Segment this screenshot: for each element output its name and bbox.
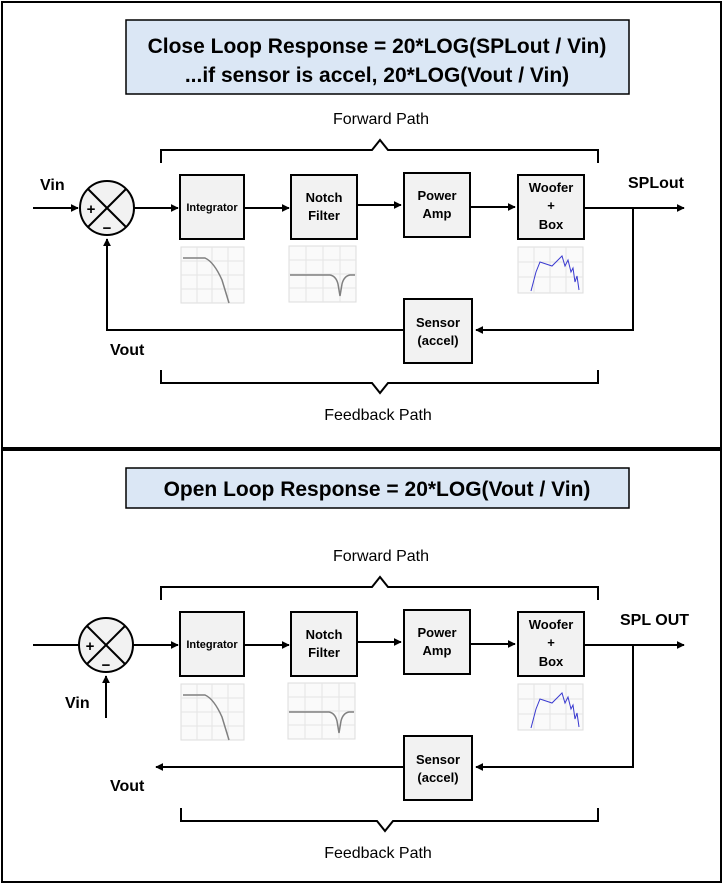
- title-line2: ...if sensor is accel, 20*LOG(Vout / Vin…: [185, 64, 569, 87]
- woofer-label-line1: Woofer: [529, 180, 574, 195]
- output-label: SPLout: [628, 175, 685, 192]
- woofer-label-line1: Woofer: [529, 617, 574, 632]
- integrator-response-plot: [180, 683, 245, 741]
- vout-label: Vout: [110, 778, 145, 795]
- input-label: Vin: [65, 695, 90, 712]
- woofer-label-line3: Box: [539, 654, 564, 669]
- woofer-box-block: [517, 611, 585, 677]
- title-box: [125, 19, 630, 95]
- forward-path-bracket: [160, 138, 599, 163]
- feedback-path-bracket: [160, 370, 599, 395]
- minus-sign: −: [102, 657, 111, 674]
- notch-filter-block: [290, 174, 358, 240]
- notch-label-line2: Filter: [308, 208, 340, 223]
- summing-junction: + −: [79, 180, 135, 237]
- output-label: SPL OUT: [620, 612, 689, 629]
- title-box: [125, 467, 630, 509]
- power-amp-block: [403, 172, 471, 238]
- forward-path-label: Forward Path: [333, 548, 429, 565]
- notch-response-plot: [287, 682, 356, 740]
- input-label: Vin: [40, 177, 65, 194]
- sensor-label-line1: Sensor: [416, 752, 460, 767]
- notch-label-line1: Notch: [306, 627, 343, 642]
- forward-path-label: Forward Path: [333, 111, 429, 128]
- amp-label-line1: Power: [417, 625, 456, 640]
- feedback-arrow-to-sensor: [475, 645, 634, 771]
- woofer-label-line2: +: [547, 635, 555, 650]
- sensor-label-line2: (accel): [417, 333, 458, 348]
- woofer-label-line3: Box: [539, 217, 564, 232]
- woofer-response-plot: [517, 683, 584, 731]
- feedback-arrow-to-sum: [103, 238, 404, 331]
- integrator-label: Integrator: [186, 202, 238, 214]
- plus-sign: +: [86, 638, 95, 655]
- integrator-label: Integrator: [186, 639, 238, 651]
- sensor-label-line2: (accel): [417, 770, 458, 785]
- feedback-arrow-to-sensor: [475, 208, 634, 334]
- plus-sign: +: [87, 201, 96, 218]
- forward-path-bracket: [160, 575, 599, 600]
- open-loop-panel: Open Loop Response = 20*LOG(Vout / Vin) …: [1, 449, 722, 883]
- title-line1: Close Loop Response = 20*LOG(SPLout / Vi…: [148, 35, 607, 58]
- amp-label-line2: Amp: [423, 206, 452, 221]
- summing-junction: + −: [78, 617, 134, 674]
- feedback-path-label: Feedback Path: [324, 407, 432, 424]
- woofer-box-block: [517, 174, 585, 240]
- minus-sign: −: [103, 220, 112, 237]
- closed-loop-panel: Close Loop Response = 20*LOG(SPLout / Vi…: [1, 1, 722, 449]
- woofer-label-line2: +: [547, 198, 555, 213]
- sensor-block: [403, 298, 473, 364]
- amp-label-line1: Power: [417, 188, 456, 203]
- integrator-block: [179, 611, 245, 677]
- notch-response-plot: [288, 245, 357, 303]
- notch-label-line2: Filter: [308, 645, 340, 660]
- title: Open Loop Response = 20*LOG(Vout / Vin): [164, 478, 591, 501]
- panel-border: [1, 449, 722, 883]
- sensor-label-line1: Sensor: [416, 315, 460, 330]
- amp-label-line2: Amp: [423, 643, 452, 658]
- feedback-path-bracket: [180, 808, 599, 833]
- panel-border: [1, 1, 722, 449]
- sensor-block: [403, 735, 473, 801]
- vout-label: Vout: [110, 342, 145, 359]
- woofer-response-plot: [517, 246, 584, 294]
- notch-filter-block: [290, 611, 358, 677]
- integrator-response-plot: [180, 246, 245, 304]
- integrator-block: [179, 174, 245, 240]
- power-amp-block: [403, 609, 471, 675]
- feedback-path-label: Feedback Path: [324, 845, 432, 862]
- notch-label-line1: Notch: [306, 190, 343, 205]
